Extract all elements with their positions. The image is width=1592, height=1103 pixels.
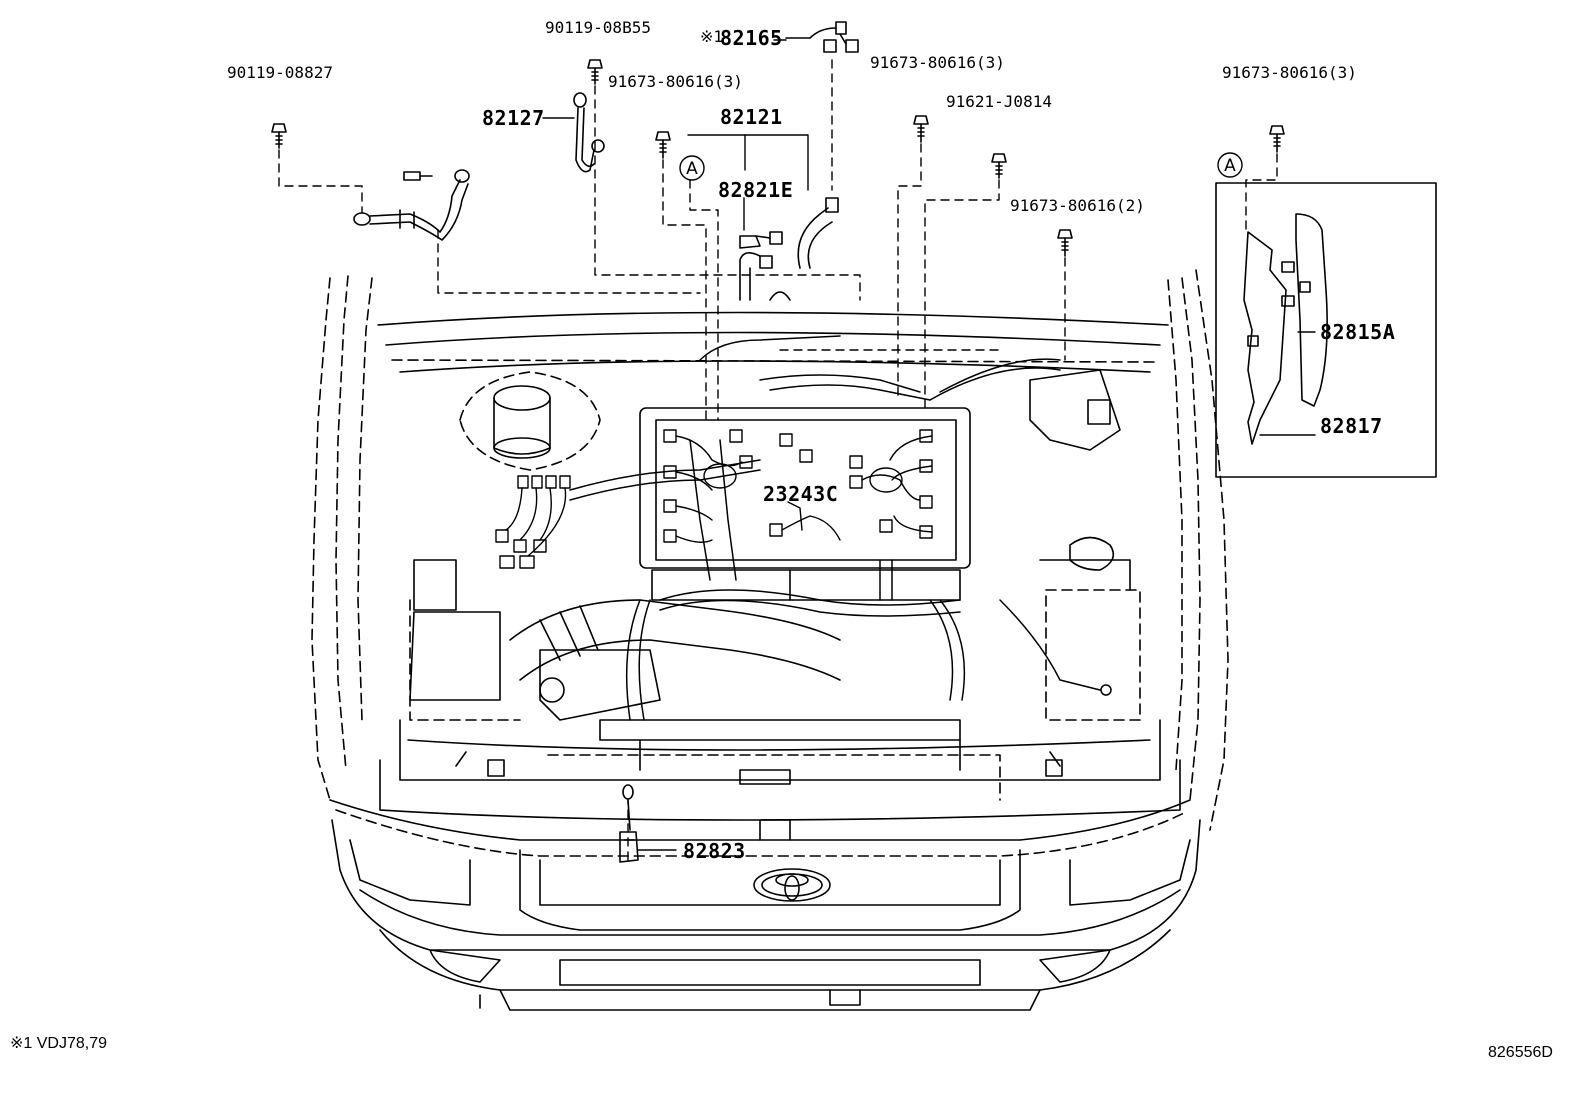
label-bolt-91621-j0814: 91621-J0814 bbox=[946, 92, 1052, 111]
ref-a-letter-1: A bbox=[686, 159, 698, 179]
label-wire-82127: 82127 bbox=[482, 106, 545, 130]
bolt-90119-08b55-shape bbox=[587, 59, 603, 85]
bolt-90119-08827-shape bbox=[271, 123, 287, 149]
vehicle-body-outline bbox=[311, 269, 1229, 1011]
footnote: ※1 VDJ78,79 bbox=[10, 1035, 108, 1052]
bolt-91673-shapes bbox=[655, 115, 1285, 257]
label-bolt-91673-80616-c: 91673-80616(2) bbox=[1010, 196, 1145, 215]
clamp-82823-shape bbox=[619, 784, 639, 863]
toyota-emblem bbox=[753, 868, 831, 902]
harness-82165-shape bbox=[785, 21, 859, 53]
detail-box-a bbox=[1215, 182, 1437, 478]
ref-a-letter-2: A bbox=[1224, 156, 1236, 176]
label-bolt-91673-80616-b: 91673-80616(3) bbox=[870, 53, 1005, 72]
ref-circles bbox=[679, 152, 1243, 181]
label-bolt-90119-08b55: 90119-08B55 bbox=[545, 18, 651, 37]
label-note-mark: ※1 bbox=[700, 27, 724, 46]
ecu-connectors bbox=[663, 429, 933, 543]
label-wire-82121: 82121 bbox=[720, 105, 783, 129]
label-wire-82165: 82165 bbox=[720, 26, 783, 50]
drawing-id: 826556D bbox=[1488, 1044, 1553, 1061]
cable-82127-shape bbox=[573, 92, 605, 173]
label-bolt-90119-08827: 90119-08827 bbox=[227, 63, 333, 82]
harness-82121-shape bbox=[739, 197, 839, 301]
wire-harness-main bbox=[569, 335, 1112, 721]
label-protector-82815a: 82815A bbox=[1320, 320, 1396, 344]
label-clamp-82821e: 82821E bbox=[718, 178, 794, 202]
engine-bay-components bbox=[409, 369, 1141, 841]
bolt-91621-shape bbox=[991, 153, 1007, 179]
ground-cable-left bbox=[353, 169, 470, 241]
label-leader-lines bbox=[542, 39, 1316, 851]
label-harness-23243c: 23243C bbox=[763, 482, 839, 506]
label-clamp-82823: 82823 bbox=[683, 839, 746, 863]
label-bolt-91673-80616-d: 91673-80616(3) bbox=[1222, 63, 1357, 82]
label-protector-82817: 82817 bbox=[1320, 414, 1383, 438]
dashed-leader-lines bbox=[278, 59, 1278, 861]
label-bolt-91673-80616-a: 91673-80616(3) bbox=[608, 72, 743, 91]
